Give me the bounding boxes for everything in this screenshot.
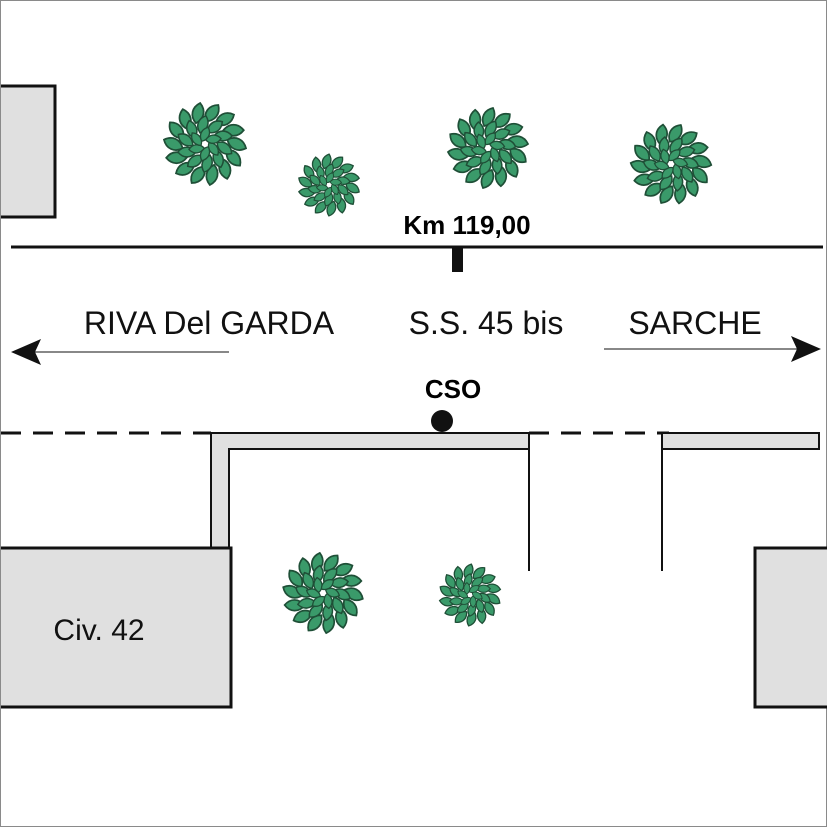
tree-icon bbox=[160, 100, 250, 188]
cso-point-marker bbox=[431, 410, 453, 432]
cso-label: CSO bbox=[425, 374, 481, 404]
sidewalk-right bbox=[661, 432, 820, 450]
direction-right-label: SARCHE bbox=[628, 305, 761, 341]
civic-number-label: Civ. 42 bbox=[53, 614, 144, 647]
km-marker-post bbox=[452, 248, 463, 272]
trees-group bbox=[160, 100, 715, 636]
direction-left-label: RIVA Del GARDA bbox=[84, 305, 335, 341]
road-name-label: S.S. 45 bis bbox=[409, 305, 564, 341]
tree-icon bbox=[627, 121, 715, 207]
arrow-right-icon bbox=[604, 336, 821, 362]
building-civ-42 bbox=[1, 546, 233, 709]
building-top-left bbox=[1, 84, 57, 219]
arrow-left-icon bbox=[11, 339, 229, 365]
tree-icon bbox=[279, 550, 367, 636]
tree-icon bbox=[296, 152, 362, 218]
building-bottom-right bbox=[753, 546, 827, 709]
sidewalk-left bbox=[210, 432, 530, 550]
tree-icon bbox=[437, 561, 503, 629]
tree-icon bbox=[445, 104, 531, 192]
km-label: Km 119,00 bbox=[403, 210, 530, 240]
